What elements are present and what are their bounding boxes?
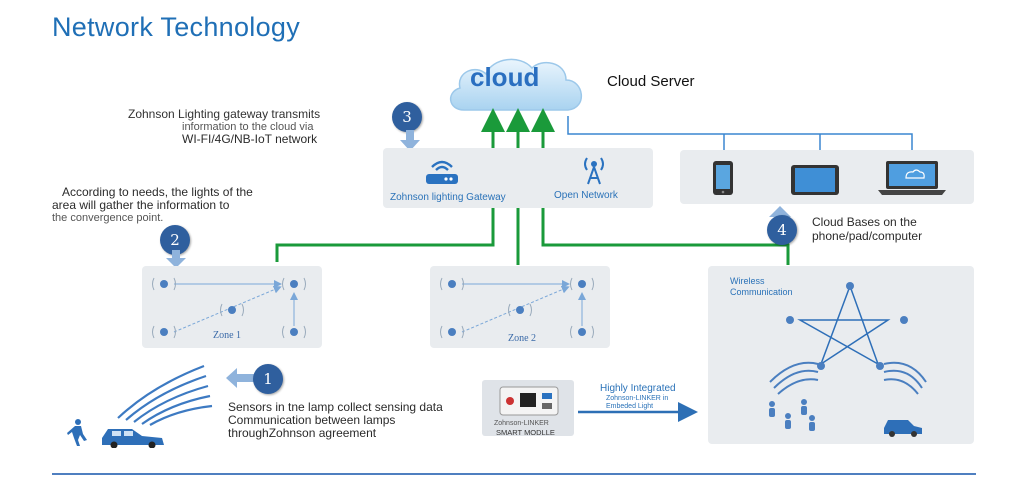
cloud-to-devices-link xyxy=(567,116,913,150)
module-line2: SMART MODLLE xyxy=(496,428,555,437)
zone2-lamp-2 xyxy=(578,280,586,288)
module-line1: Zohnson-LINKER xyxy=(494,420,549,427)
zone1-label: Zone 1 xyxy=(213,330,242,341)
wireless-label-line1: Wireless xyxy=(730,276,765,286)
zone1-lamp-3 xyxy=(228,306,236,314)
phone-icon xyxy=(712,160,734,201)
zone2-lamp-5 xyxy=(578,328,586,336)
zone1-lamp-2 xyxy=(290,280,298,288)
step4-badge: 4 xyxy=(767,215,797,245)
laptop-icon xyxy=(876,160,948,201)
step1-line1: Sensors in tne lamp collect sensing data xyxy=(228,400,443,414)
zone2-lamp-4 xyxy=(448,328,456,336)
integrated-line1: Highly Integrated xyxy=(600,383,676,394)
step3-line2: information to the cloud via xyxy=(182,121,314,133)
cloud-icon xyxy=(442,52,592,116)
tablet-icon xyxy=(790,164,840,201)
zone1-lamp-5 xyxy=(290,328,298,336)
integrated-line2: Zohnson-LINKER in xyxy=(606,395,669,402)
zone2-network xyxy=(440,277,594,339)
wireless-panel xyxy=(708,266,974,444)
wireless-lamp-bottom-left xyxy=(817,362,825,370)
pedestrian-car-icon xyxy=(67,419,164,448)
step2-line1: According to needs, the lights of the xyxy=(62,185,253,199)
wireless-lamp-right xyxy=(900,316,908,324)
step2-down-arrow xyxy=(166,250,186,268)
car-icon-right xyxy=(884,420,922,437)
smart-module-board-icon xyxy=(499,386,559,416)
zone1-network xyxy=(152,277,306,339)
step2-line2: area will gather the information to xyxy=(52,198,230,212)
step2-line3: the convergence point. xyxy=(52,212,164,224)
signal-waves-icon xyxy=(117,364,213,426)
people-icon xyxy=(769,399,815,431)
step4-line1: Cloud Bases on the xyxy=(812,215,917,229)
step3-badge: 3 xyxy=(392,102,422,132)
wireless-lamp-bottom-right xyxy=(876,362,884,370)
wireless-label: Wireless Communication xyxy=(730,276,793,298)
page-title: Network Technology xyxy=(52,12,301,42)
integrated-line3: Embeded Light xyxy=(606,403,654,410)
router-icon xyxy=(422,158,462,193)
wireless-lamp-left xyxy=(786,316,794,324)
bottom-divider xyxy=(52,473,976,475)
wireless-star-network xyxy=(769,282,927,437)
open-network-label: Open Network xyxy=(554,190,618,201)
car-icon xyxy=(102,429,164,448)
gateway-label: Zohnson lighting Gateway xyxy=(390,192,506,203)
step4-line2: phone/pad/computer xyxy=(812,229,923,243)
pedestrian-icon xyxy=(67,419,87,446)
cloud-word: cloud xyxy=(470,62,540,92)
step3-line3: WI-FI/4G/NB-IoT network xyxy=(182,132,318,146)
zone2-lamp-1 xyxy=(448,280,456,288)
step3-down-arrow xyxy=(400,130,420,151)
wireless-lamp-top xyxy=(846,282,854,290)
zone1-lamp-4 xyxy=(160,328,168,336)
antenna-tower-icon xyxy=(578,155,610,190)
zone2-lamp-3 xyxy=(516,306,524,314)
cloud-server-label: Cloud Server xyxy=(607,73,695,90)
zone2-label: Zone 2 xyxy=(508,333,537,344)
step3-line1: Zohnson Lighting gateway transmits xyxy=(128,107,321,121)
step1-badge: 1 xyxy=(253,364,283,394)
step1-line3: throughZohnson agreement xyxy=(228,426,377,440)
step1-line2: Communication between lamps xyxy=(228,413,396,427)
step1-left-arrow xyxy=(226,368,256,388)
wireless-label-line2: Communication xyxy=(730,287,793,297)
zone1-lamp-1 xyxy=(160,280,168,288)
